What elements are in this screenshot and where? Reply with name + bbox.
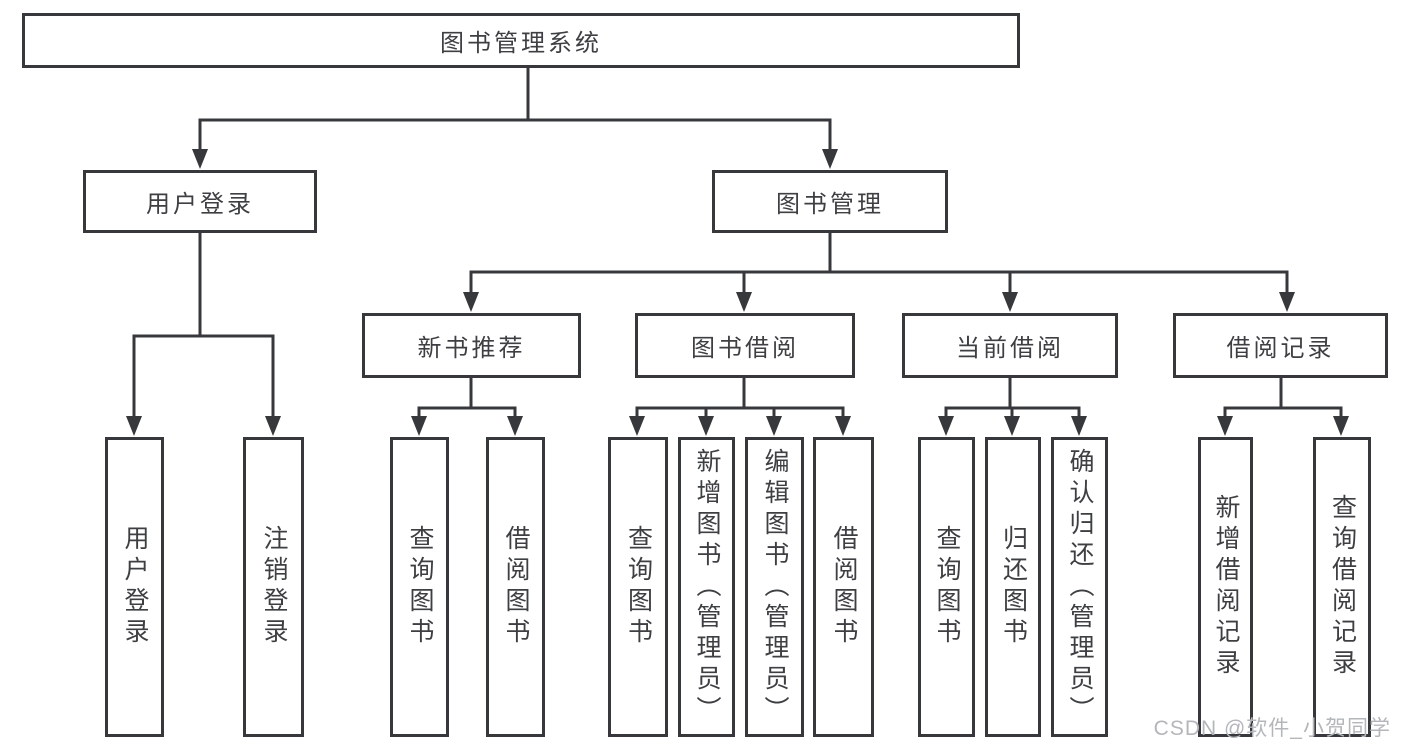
node-current-borrow: 当前借阅 — [902, 313, 1118, 378]
connector-root-to-level2 — [192, 64, 838, 169]
node-query-books-borrow: 查询图书 — [608, 437, 668, 737]
node-new-book-recommend: 新书推荐 — [362, 313, 581, 378]
connector-borrow-records-children — [1217, 374, 1349, 436]
node-query-books-current: 查询图书 — [918, 437, 975, 737]
connector-new-book-children — [411, 374, 523, 436]
connector-book-borrow-children — [629, 374, 851, 436]
node-logout-action: 注销登录 — [243, 437, 304, 737]
node-root: 图书管理系统 — [22, 13, 1020, 68]
node-query-borrow-record: 查询借阅记录 — [1313, 437, 1371, 737]
node-query-books-recommend: 查询图书 — [390, 437, 449, 737]
node-edit-book-admin: 编辑图书（管理员） — [745, 437, 804, 737]
node-borrow-records: 借阅记录 — [1173, 313, 1388, 378]
node-borrow-books-borrow: 借阅图书 — [813, 437, 874, 737]
connector-book-management-children — [463, 229, 1295, 312]
node-add-borrow-record: 新增借阅记录 — [1198, 437, 1253, 737]
node-borrow-books-recommend: 借阅图书 — [486, 437, 545, 737]
connector-user-login-children — [126, 229, 281, 436]
node-confirm-return-admin: 确认归还（管理员） — [1051, 437, 1108, 737]
node-book-borrow: 图书借阅 — [635, 313, 855, 378]
node-user-login: 用户登录 — [83, 170, 317, 233]
connector-current-borrow-children — [938, 374, 1087, 436]
node-return-book: 归还图书 — [985, 437, 1041, 737]
node-user-login-action: 用户登录 — [105, 437, 164, 737]
node-add-book-admin: 新增图书（管理员） — [678, 437, 735, 737]
node-book-management: 图书管理 — [712, 170, 948, 233]
csdn-watermark: CSDN @软件_小贺同学 — [1153, 717, 1391, 740]
